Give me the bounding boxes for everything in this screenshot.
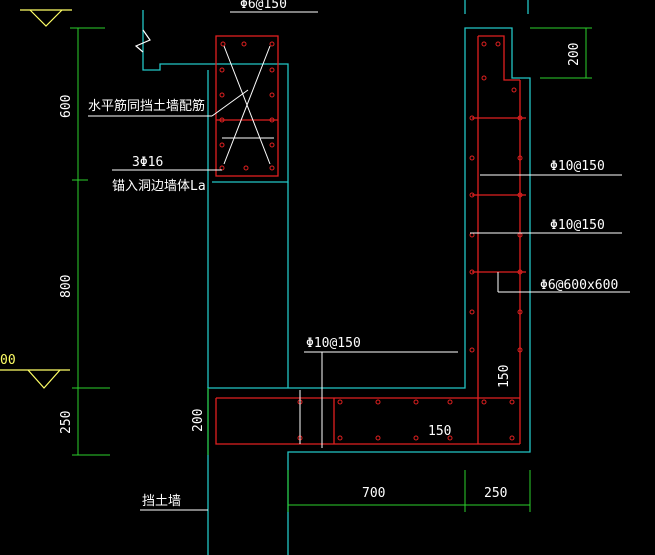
dimension-lines	[70, 27, 592, 512]
elevation-triangle-mid	[27, 369, 61, 389]
beam-stirrup	[215, 35, 279, 177]
label-tie-bar: Φ6@600x600	[540, 278, 618, 293]
beam-cross-lines	[222, 45, 274, 165]
dim-left-800: 800	[59, 275, 74, 298]
label-slab-bar: Φ10@150	[306, 336, 361, 351]
leader-lines	[88, 11, 630, 511]
dim-bottom-700: 700	[362, 486, 385, 501]
break-symbol	[134, 29, 151, 53]
rebar-dots	[219, 41, 523, 441]
dim-inner-150-horizontal: 150	[428, 424, 451, 439]
concrete-outline	[142, 0, 531, 555]
label-top-bar-partial: Φ6@150	[240, 0, 287, 12]
elevation-triangle-top	[29, 9, 63, 27]
wall-bar-top	[478, 35, 520, 81]
dim-top-right: 200	[567, 43, 582, 66]
dim-bottom-250: 250	[484, 486, 507, 501]
label-bar-b: Φ10@150	[550, 218, 605, 233]
rebar-group	[215, 35, 526, 445]
label-bar-a: Φ10@150	[550, 159, 605, 174]
dim-left-250: 250	[59, 411, 74, 434]
dim-inner-150-vertical: 150	[497, 365, 512, 388]
label-retaining-wall: 挡土墙	[142, 494, 181, 509]
label-horizontal-bar-note: 水平筋同挡土墙配筋	[88, 98, 205, 114]
dim-left-600: 600	[59, 95, 74, 118]
retaining-wall-outline	[207, 27, 531, 555]
slab-bar-bottom	[215, 398, 520, 445]
label-anchor-note: 锚入洞边墙体La	[112, 179, 206, 194]
dim-slab-200: 200	[191, 409, 206, 432]
label-bottom-bars: 3Φ16	[132, 155, 163, 170]
label-elevation-partial: 00	[0, 353, 16, 368]
elevation-markers	[0, 9, 72, 389]
